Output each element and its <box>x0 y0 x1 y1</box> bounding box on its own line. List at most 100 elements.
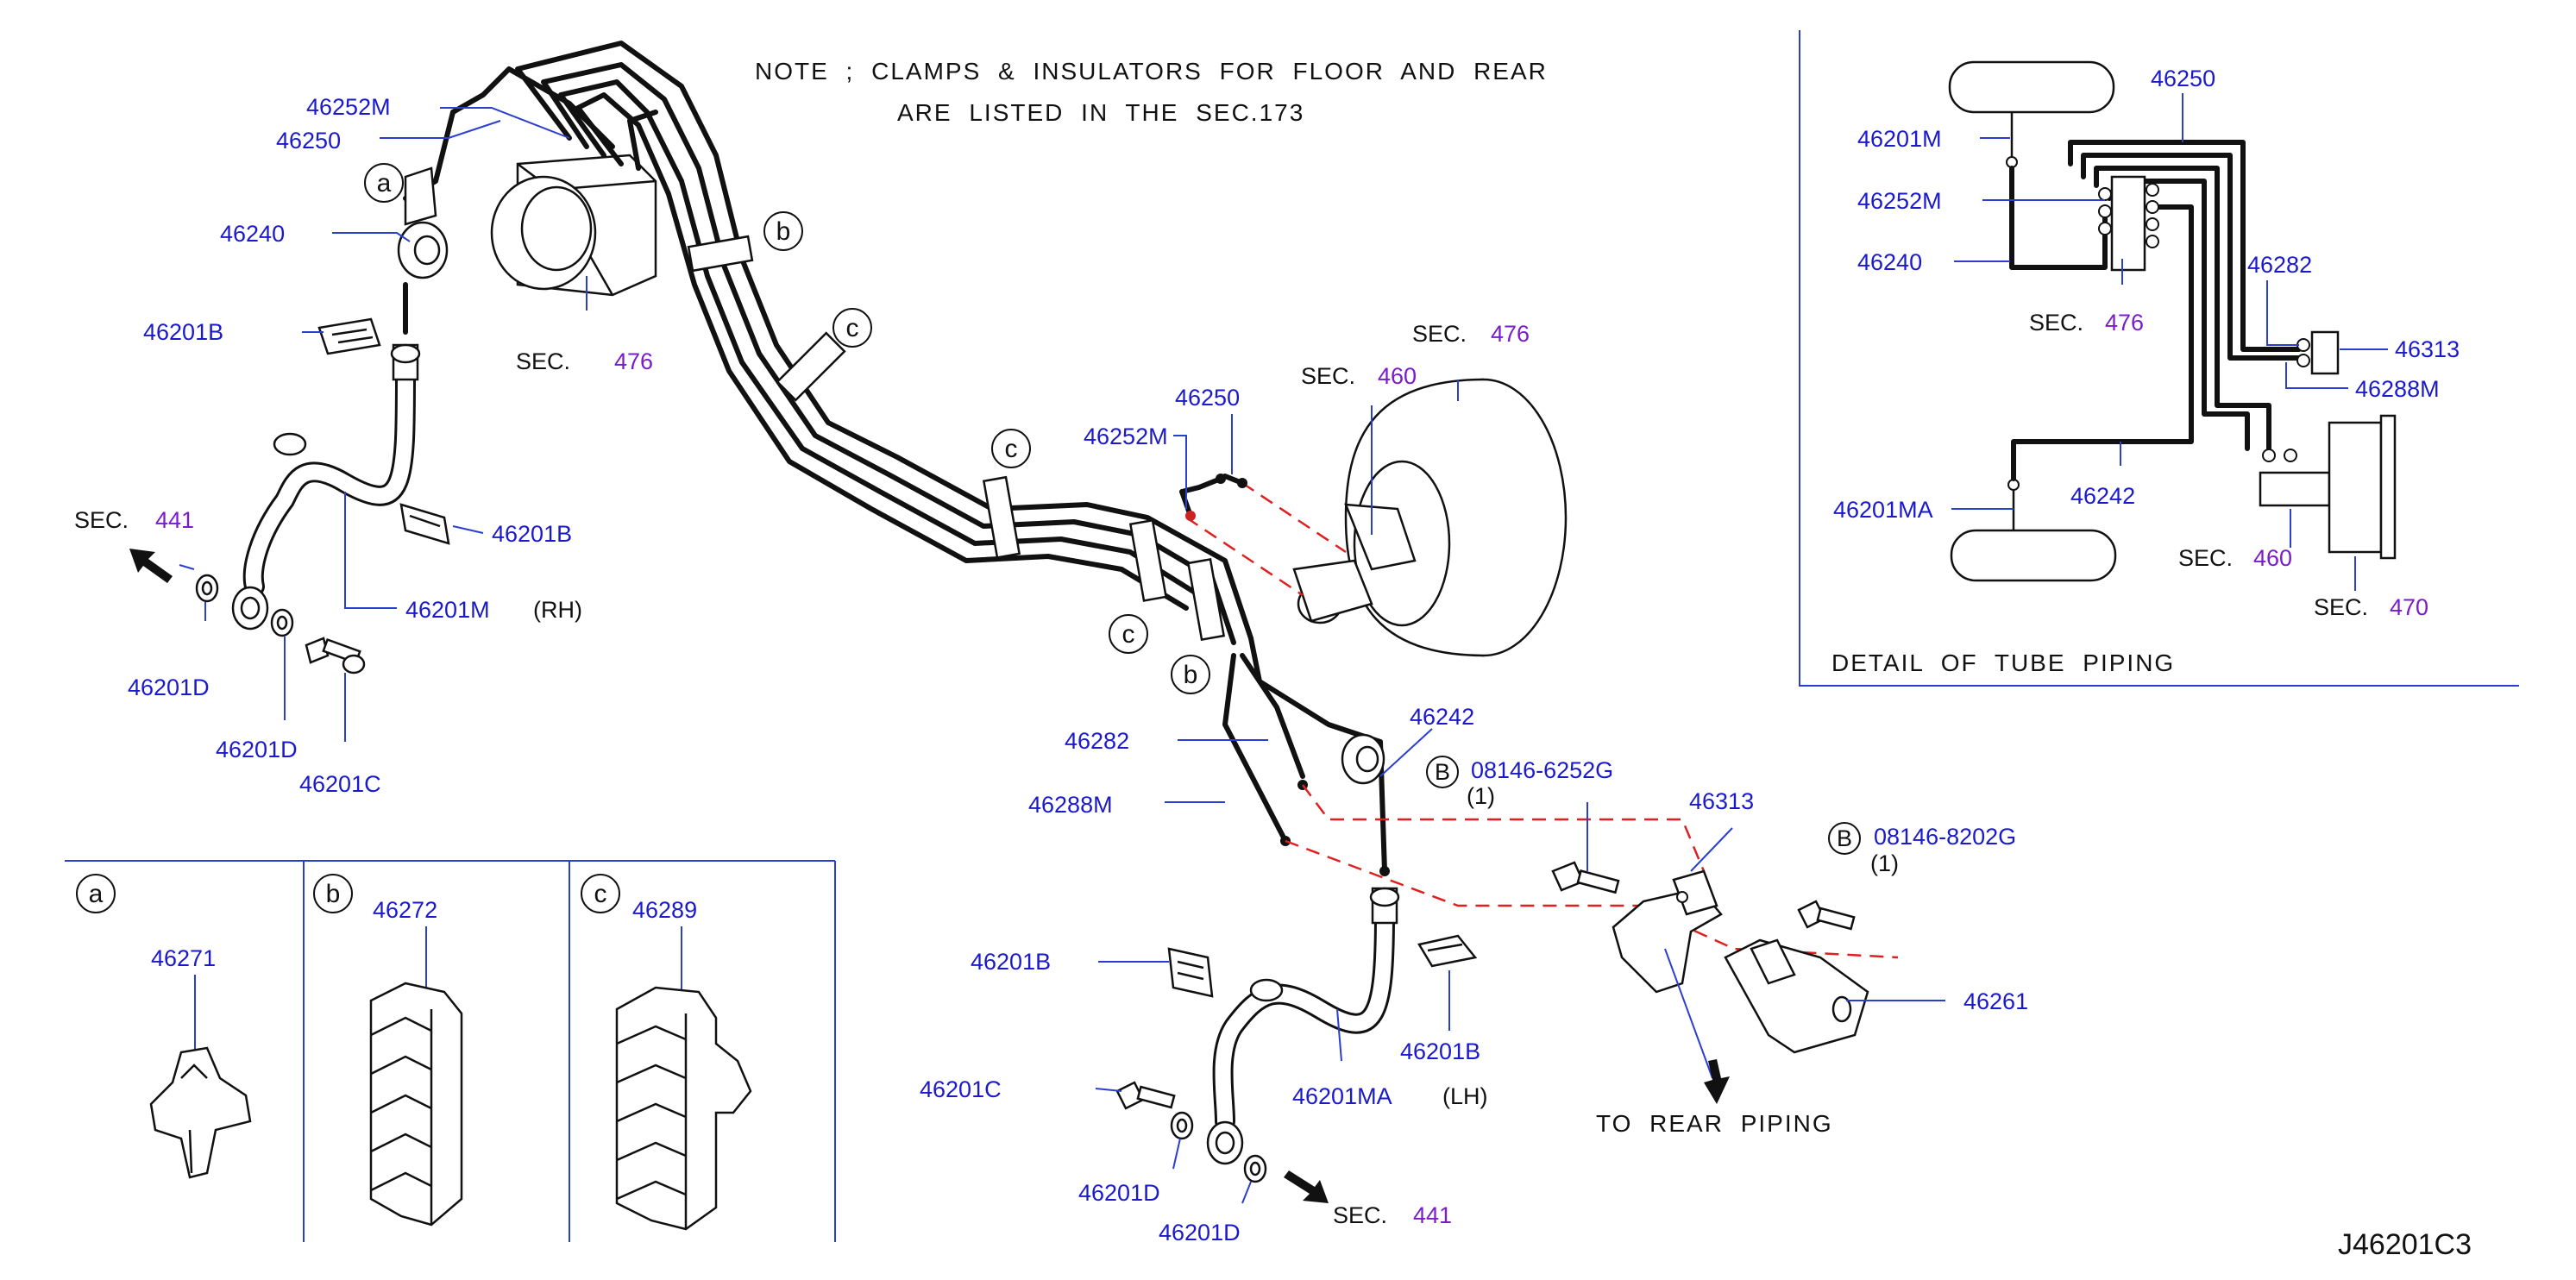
bolt-B-1 <box>1551 861 1620 894</box>
detail-label-46252M: 46252M <box>1857 188 1942 214</box>
svg-text:a: a <box>89 880 104 908</box>
brake-booster <box>1292 378 1568 657</box>
legend-part-46289: 46289 <box>632 897 697 923</box>
sec-441-bottom: 441 <box>1413 1202 1452 1228</box>
label-46201B-lower-right: 46201B <box>1400 1038 1480 1064</box>
diagram-code: J46201C3 <box>2338 1228 2472 1261</box>
label-46250-top: 46250 <box>276 128 341 154</box>
note-line-1: NOTE ; CLAMPS & INSULATORS FOR FLOOR AND… <box>755 58 1548 85</box>
detail-label-46288M: 46288M <box>2355 376 2440 402</box>
detail-title: DETAIL OF TUBE PIPING <box>1831 649 2175 676</box>
sec-word-460-booster: SEC. <box>1301 363 1355 389</box>
svg-text:c: c <box>1005 435 1018 463</box>
label-46201B-left: 46201B <box>492 521 572 547</box>
svg-text:b: b <box>326 880 341 908</box>
label-46313: 46313 <box>1689 788 1754 814</box>
sec-word-441-bottom: SEC. <box>1333 1202 1387 1228</box>
detail-connector-46313 <box>2296 330 2340 375</box>
detail-sec-460: 460 <box>2253 545 2292 571</box>
sec-476-booster: 476 <box>1491 321 1530 347</box>
detail-front-wheel <box>1948 60 2115 168</box>
svg-text:B: B <box>1837 825 1852 851</box>
svg-text:B: B <box>1435 759 1450 785</box>
sec-word-441-left: SEC. <box>74 507 129 533</box>
arrow-sec441-left <box>129 549 173 583</box>
label-lh: (LH) <box>1442 1083 1488 1109</box>
detail-label-46242: 46242 <box>2070 483 2135 509</box>
arrow-sec441-bottom <box>1284 1170 1329 1203</box>
detail-booster <box>2259 414 2397 560</box>
legend-table <box>65 860 836 1242</box>
leader-lines <box>179 107 1945 1204</box>
label-bolt-08146-6252G: 08146-6252G <box>1471 757 1613 783</box>
label-46201D-3: 46201D <box>1078 1180 1160 1206</box>
abs-actuator <box>490 154 657 297</box>
legend-callout-c: c <box>581 874 620 913</box>
detail-frame <box>1799 30 2519 687</box>
label-46242: 46242 <box>1410 704 1474 730</box>
grommet-46240 <box>397 166 449 279</box>
label-46261: 46261 <box>1963 988 2028 1014</box>
callout-c-main-3: c <box>1109 614 1148 654</box>
dashed-line-booster-2 <box>1185 516 1304 597</box>
svg-text:a: a <box>377 169 392 198</box>
clip-46271-drawing <box>149 1046 252 1179</box>
svg-text:c: c <box>1122 620 1135 649</box>
bolt-46201C-lower <box>1115 1081 1176 1110</box>
label-46282: 46282 <box>1065 728 1129 754</box>
sec-460-booster: 460 <box>1378 363 1417 389</box>
sec-word-476-abs: SEC. <box>516 348 570 374</box>
callout-b-main-2: b <box>1171 655 1210 694</box>
detail-label-46282: 46282 <box>2247 252 2312 278</box>
label-46240: 46240 <box>220 221 285 247</box>
detail-sec-word-470: SEC. <box>2314 594 2368 620</box>
label-to-rear-piping: TO REAR PIPING <box>1596 1110 1833 1137</box>
legend-part-46272: 46272 <box>373 897 437 923</box>
label-46201C-left: 46201C <box>299 771 381 797</box>
label-46201C-lower: 46201C <box>920 1076 1002 1102</box>
callout-c-main-1: c <box>832 308 872 348</box>
svg-text:b: b <box>776 217 791 246</box>
clip-46289-drawing <box>615 986 752 1231</box>
label-46201B-lower-mid: 46201B <box>971 949 1051 975</box>
label-rh: (RH) <box>533 597 582 623</box>
bolt-46201C-left <box>305 637 366 675</box>
label-46201D-4: 46201D <box>1159 1220 1241 1245</box>
mid-pipes <box>1179 474 1247 521</box>
sec-441-left: 441 <box>155 507 194 533</box>
clip-46272-drawing <box>369 982 463 1227</box>
dashed-line-booster <box>1241 481 1347 554</box>
callout-B-2: B <box>1828 822 1861 855</box>
bracket-46313 <box>1612 869 1723 994</box>
label-46252M-mid: 46252M <box>1084 424 1168 449</box>
detail-sec-word-476: SEC. <box>2029 310 2083 336</box>
detail-label-46313: 46313 <box>2395 336 2460 362</box>
label-46201MA: 46201MA <box>1292 1083 1392 1109</box>
svg-text:b: b <box>1184 661 1198 689</box>
detail-sec-470: 470 <box>2390 594 2428 620</box>
bolt-B-2 <box>1797 900 1856 931</box>
detail-label-46201M: 46201M <box>1857 126 1942 152</box>
detail-label-46201MA: 46201MA <box>1833 497 1933 523</box>
insulators <box>687 235 1226 642</box>
detail-sec-476: 476 <box>2105 310 2144 336</box>
label-46201M: 46201M <box>405 597 490 623</box>
detail-rear-wheel <box>1950 479 2117 582</box>
arrow-to-rear <box>1704 1059 1730 1104</box>
dashed-line-center <box>1302 784 1706 872</box>
detail-pipes <box>2009 140 2302 481</box>
detail-abs-block <box>2098 175 2159 272</box>
label-46201B-upper-left: 46201B <box>143 319 223 345</box>
hose-46201M <box>231 343 421 631</box>
label-46288M: 46288M <box>1028 792 1113 818</box>
connector-46261 <box>1724 938 1869 1054</box>
detail-label-46250: 46250 <box>2151 66 2215 91</box>
center-pipes <box>1222 636 1390 876</box>
label-bolt-2-qty: (1) <box>1870 850 1899 876</box>
svg-text:c: c <box>846 314 859 342</box>
legend-callout-a: a <box>76 874 116 913</box>
detail-sec-word-460: SEC. <box>2178 545 2233 571</box>
washers-lower <box>1170 1111 1267 1183</box>
